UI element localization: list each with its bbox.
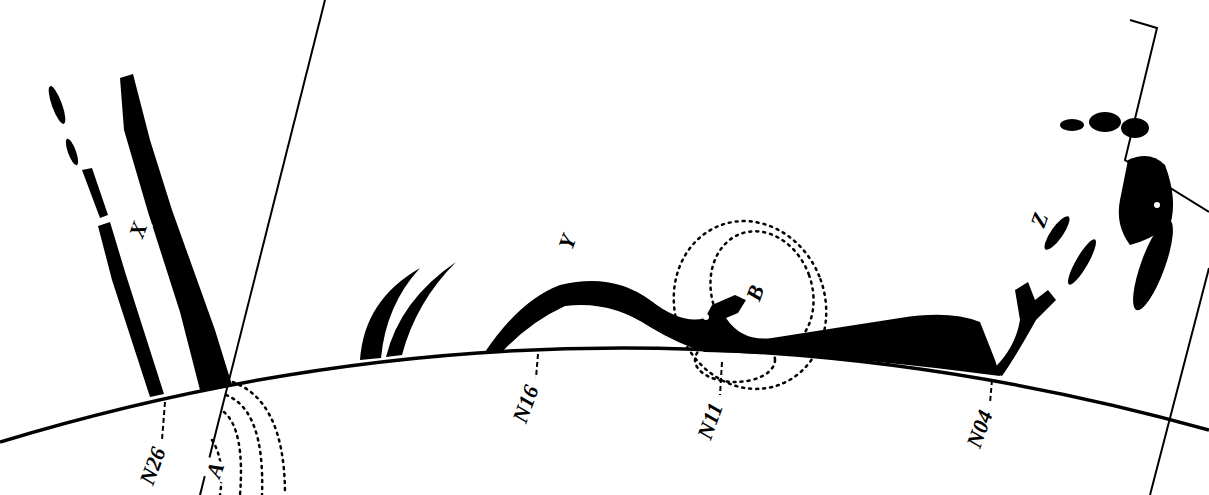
latitude-label: N11 xyxy=(692,398,728,444)
prominence-letter: X xyxy=(124,217,153,243)
frame-lines xyxy=(200,0,1209,495)
prominences xyxy=(45,74,1180,397)
solar-limb xyxy=(0,348,1209,442)
leader-lines xyxy=(162,354,992,440)
prominence-letter: Y xyxy=(554,230,583,255)
prominence-letter: Z xyxy=(1026,208,1055,233)
latitude-label: N26 xyxy=(135,442,172,490)
region-letter: B xyxy=(741,280,770,306)
latitude-label: N04 xyxy=(962,405,999,453)
latitude-label: N16 xyxy=(508,380,545,428)
